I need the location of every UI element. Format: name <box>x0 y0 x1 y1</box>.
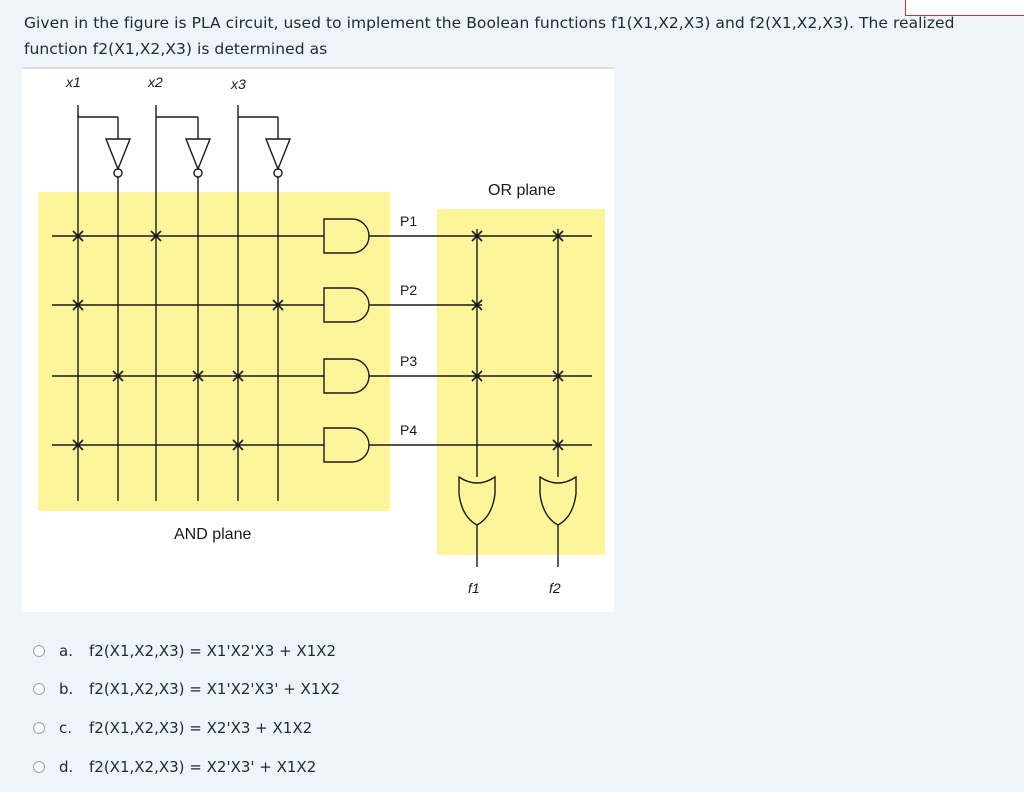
input-label-x3: x3 <box>230 76 246 92</box>
radio-option-d[interactable] <box>33 761 45 773</box>
question-text: Given in the figure is PLA circuit, used… <box>24 14 955 58</box>
output-label-f2: f2 <box>549 580 561 596</box>
pla-diagram: x1 x2 x3 P1 P2 P3 P4 OR plane AND plane … <box>38 74 605 596</box>
option-d[interactable]: d. f2(X1,X2,X3) = X2'X3' + X1X2 <box>33 756 316 778</box>
option-letter: c. <box>59 719 73 737</box>
radio-option-b[interactable] <box>33 683 45 695</box>
product-label-p2: P2 <box>400 282 417 298</box>
or-plane-label: OR plane <box>488 182 556 199</box>
option-letter: d. <box>59 758 74 776</box>
timer-box <box>905 0 1024 16</box>
and-plane-label: AND plane <box>174 526 251 543</box>
product-label-p4: P4 <box>400 422 417 438</box>
input-label-x2: x2 <box>147 74 163 90</box>
pla-figure: x1 x2 x3 P1 P2 P3 P4 OR plane AND plane … <box>22 67 614 612</box>
output-label-f1: f1 <box>468 580 480 596</box>
option-letter: a. <box>59 642 73 660</box>
radio-option-a[interactable] <box>33 645 45 657</box>
and-plane <box>38 192 390 511</box>
option-text: f2(X1,X2,X3) = X1'X2'X3 + X1X2 <box>89 642 337 660</box>
product-label-p1: P1 <box>400 213 417 229</box>
product-label-p3: P3 <box>400 353 417 369</box>
input-label-x1: x1 <box>65 74 81 90</box>
option-letter: b. <box>59 680 74 698</box>
option-c[interactable]: c. f2(X1,X2,X3) = X2'X3 + X1X2 <box>33 717 312 739</box>
option-text: f2(X1,X2,X3) = X2'X3' + X1X2 <box>89 758 317 776</box>
option-text: f2(X1,X2,X3) = X1'X2'X3' + X1X2 <box>89 680 341 698</box>
option-a[interactable]: a. f2(X1,X2,X3) = X1'X2'X3 + X1X2 <box>33 640 336 662</box>
or-plane <box>437 209 605 555</box>
radio-option-c[interactable] <box>33 722 45 734</box>
option-text: f2(X1,X2,X3) = X2'X3 + X1X2 <box>89 719 313 737</box>
option-b[interactable]: b. f2(X1,X2,X3) = X1'X2'X3' + X1X2 <box>33 678 340 700</box>
